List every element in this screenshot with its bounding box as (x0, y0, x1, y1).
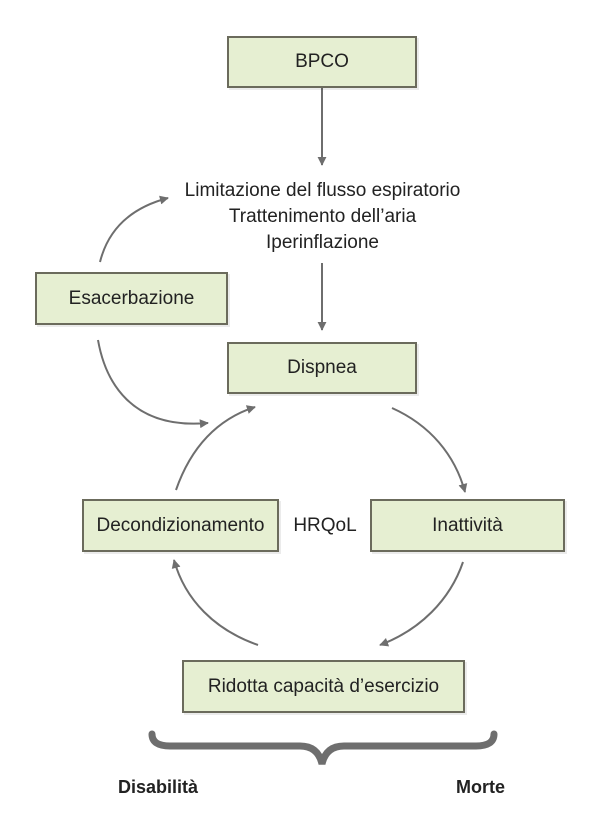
outcome-morte: Morte (456, 777, 505, 797)
arrow-esacerbazione-to-dispnea (97, 339, 209, 429)
mechanism-line-1: Limitazione del flusso espiratorio (184, 180, 461, 201)
node-dispnea-label: Dispnea (287, 357, 357, 378)
arrow-decondizionamento-to-dispnea (175, 405, 256, 491)
arrow-inattivita-to-ridotta (379, 561, 464, 647)
outcome-brace (148, 730, 498, 765)
node-bpco-label: BPCO (295, 51, 349, 72)
hrqol-label: HRQoL (293, 515, 357, 536)
mechanism-line-3: Iperinflazione (265, 232, 380, 253)
node-inattivita: Inattività (370, 499, 565, 552)
node-decondizionamento-label: Decondizionamento (96, 514, 265, 536)
arrow-dispnea-to-inattivita (391, 407, 468, 493)
node-esacerbazione: Esacerbazione (35, 272, 228, 325)
node-ridotta-capacita: Ridotta capacità d’esercizio (182, 660, 465, 713)
node-esacerbazione-label: Esacerbazione (68, 287, 195, 309)
node-dispnea: Dispnea (227, 342, 417, 394)
node-bpco: BPCO (227, 36, 417, 88)
outcome-disabilita: Disabilità (118, 777, 199, 797)
mechanisms-text: Limitazione del flusso espiratorio Tratt… (150, 178, 495, 256)
node-decondizionamento: Decondizionamento (82, 499, 279, 552)
arrow-ridotta-to-decondizionamento (171, 559, 259, 646)
node-inattivita-label: Inattività (432, 514, 503, 536)
mechanism-line-2: Trattenimento dell’aria (228, 206, 417, 227)
arrow-esacerbazione-to-mechanisms (99, 195, 169, 263)
node-ridotta-capacita-label: Ridotta capacità d’esercizio (207, 675, 440, 697)
